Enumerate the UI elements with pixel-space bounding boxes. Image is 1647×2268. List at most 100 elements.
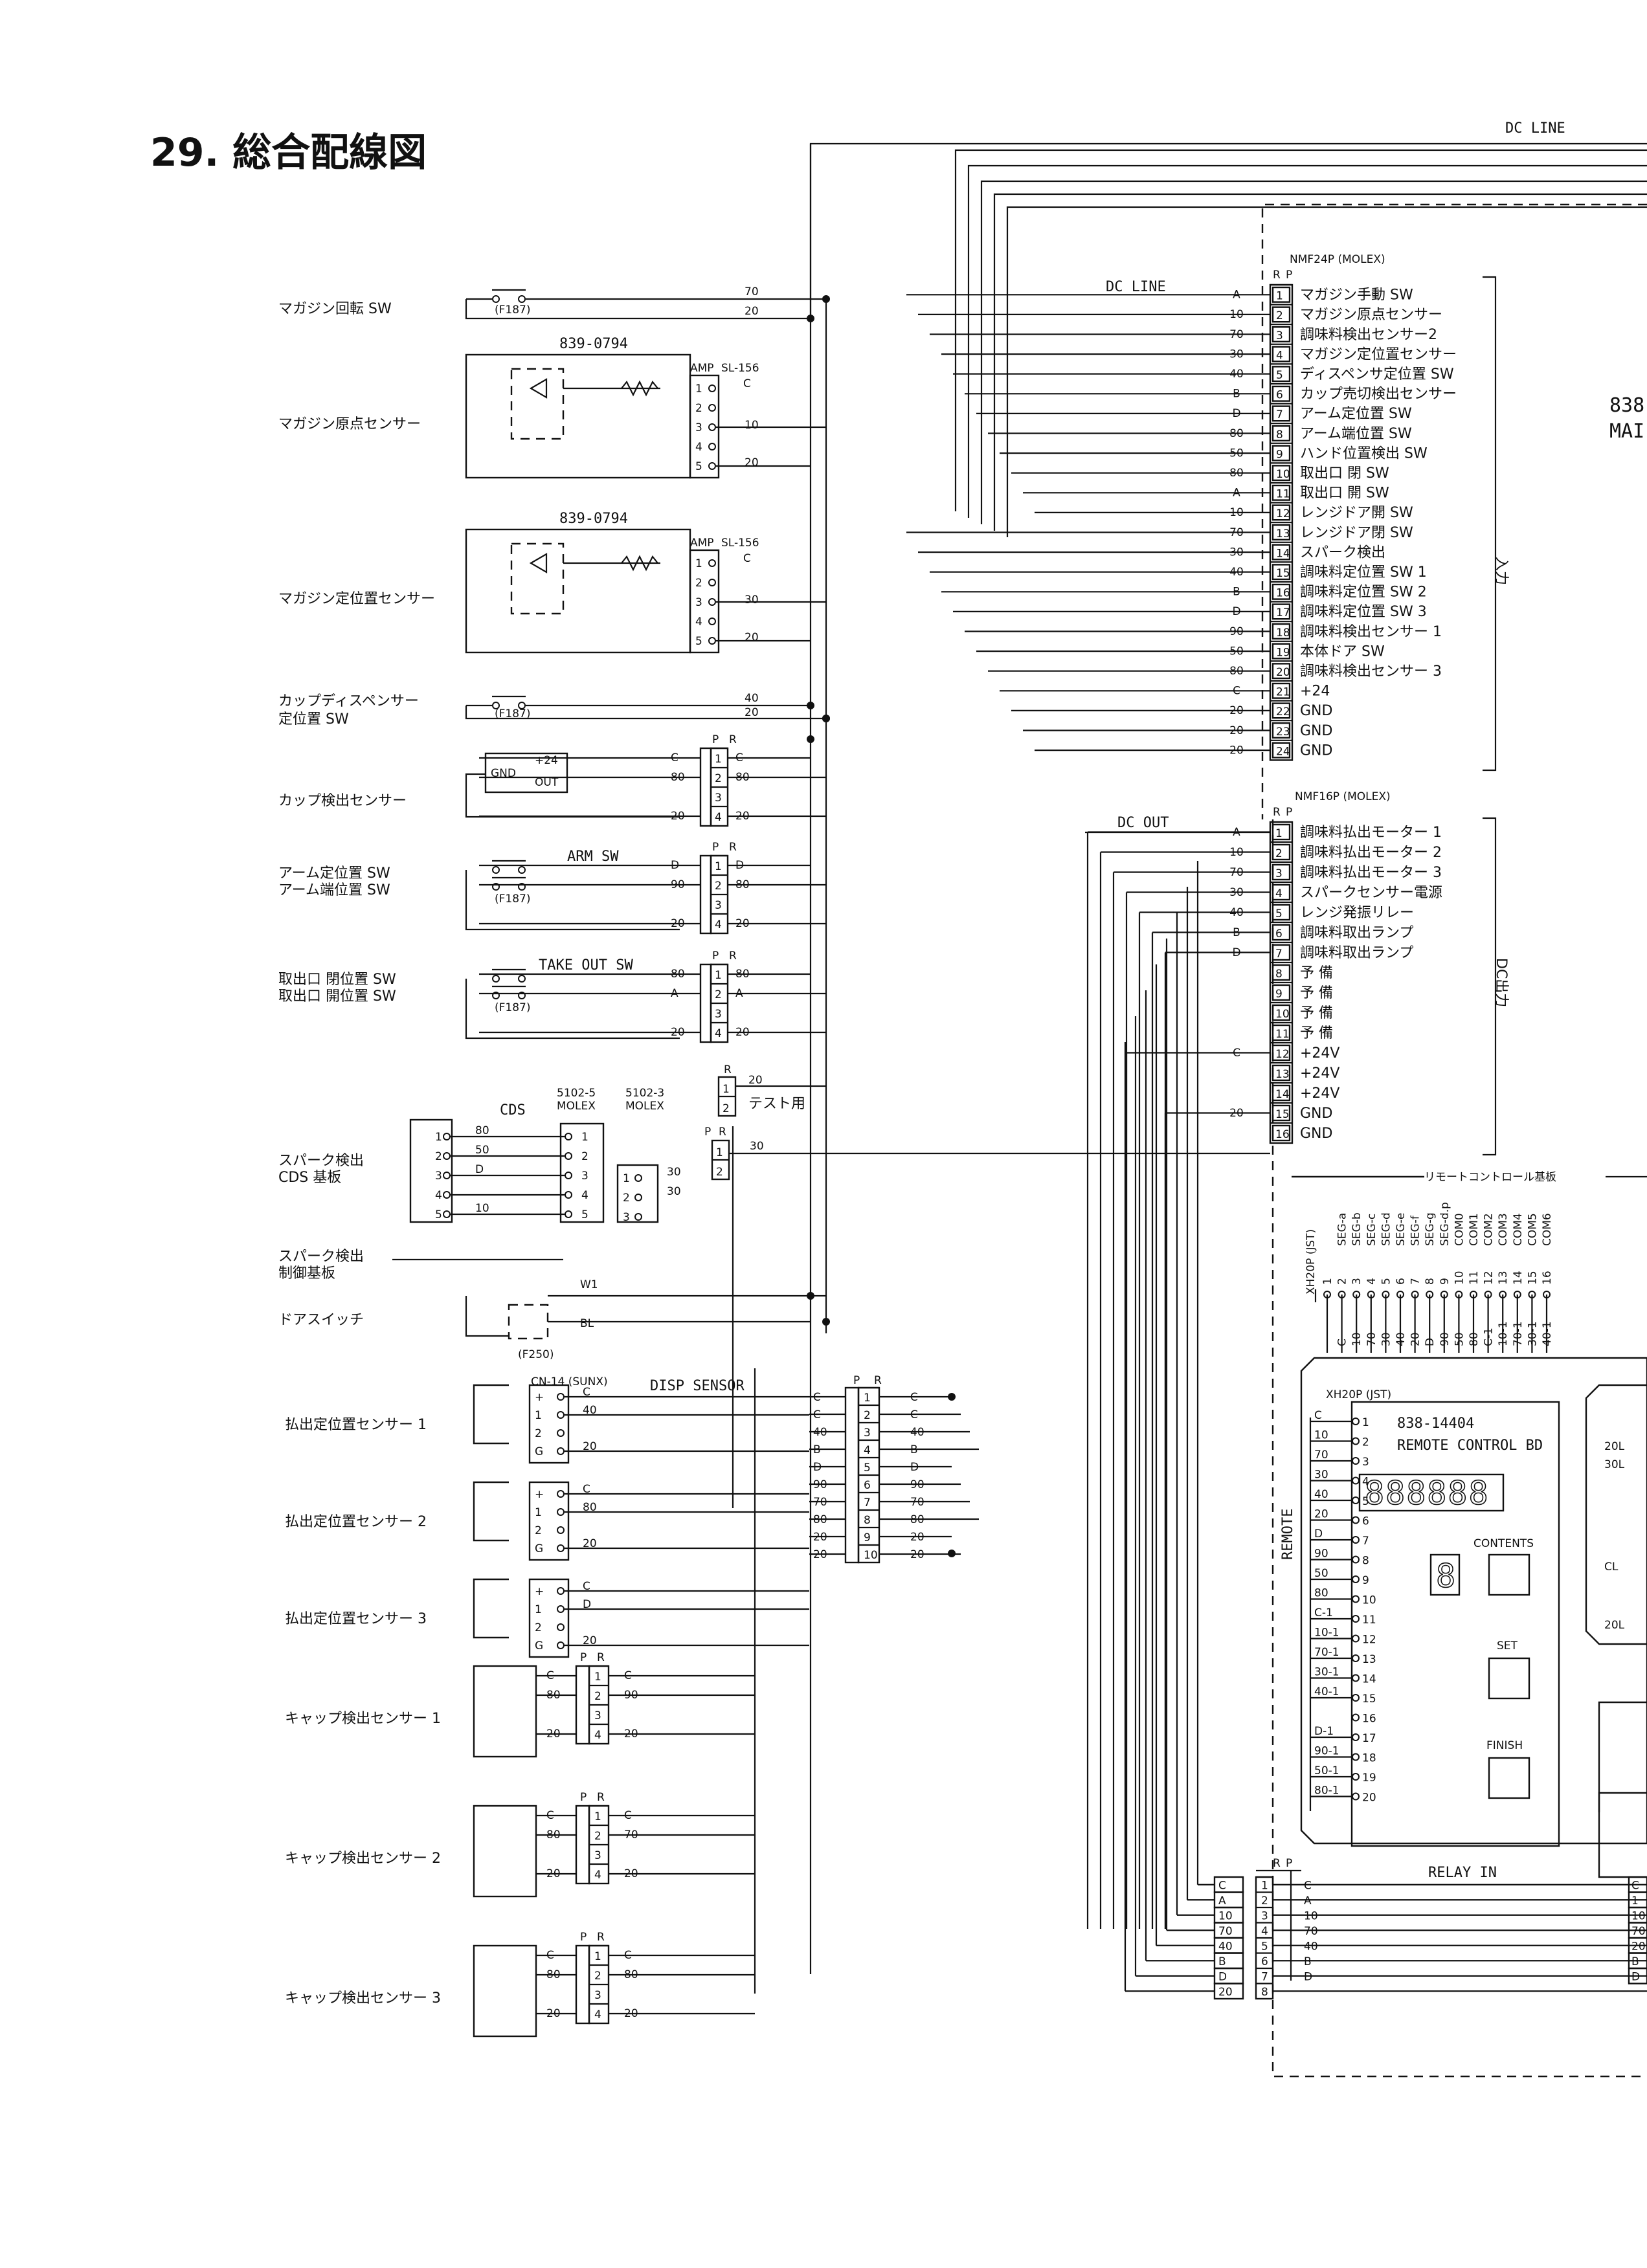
cap-sensor-label: キャップ検出センサー 1 (285, 1711, 441, 1727)
remote-board-pin: 11 (1362, 1614, 1376, 1627)
magazine-origin-dashed (510, 368, 565, 440)
disp-sensor-term (528, 1384, 570, 1464)
pin-cell (1272, 286, 1291, 303)
remote-board-pin: 13 (1362, 1653, 1376, 1666)
pin-number: 15 (1275, 1108, 1290, 1121)
cap-pr-p: P (580, 1651, 587, 1664)
disp-sensor-wire: 20 (583, 1537, 597, 1550)
pin-cell (1272, 863, 1291, 881)
cap-pin: 3 (594, 1709, 601, 1722)
pin-number: 2 (695, 402, 702, 415)
remote-header-wire-code: 40 (1395, 1332, 1407, 1346)
pin-number: 8 (1276, 428, 1283, 441)
pin-cell (1272, 1104, 1291, 1122)
wire (465, 979, 680, 1040)
disp-sensor-pin: + (535, 1488, 544, 1501)
pin-function: スパークセンサー電源 (1300, 885, 1442, 901)
pin-function: 本体ドア SW (1300, 643, 1385, 660)
disp-pin: 7 (864, 1496, 871, 1509)
cap-pr-p: P (580, 1931, 587, 1944)
pin-function: 調味料定位置 SW 3 (1300, 604, 1427, 620)
relay-left-wire: 70 (1218, 1925, 1233, 1938)
pin-cell (1272, 682, 1291, 699)
remote-board-pin: 9 (1362, 1574, 1369, 1587)
disp-sensor-wire: C (583, 1386, 590, 1399)
pin-function: ディスペンサ定位置 SW (1300, 366, 1454, 383)
relay-right-wire: A (1304, 1895, 1312, 1907)
remote-board-wire-code: 10 (1314, 1429, 1328, 1442)
terminal (1352, 1595, 1360, 1603)
magazine-position-part: 839-0794 (559, 511, 628, 527)
pin-number: 17 (1276, 606, 1290, 619)
pin-cell (1272, 326, 1291, 343)
terminal (557, 1605, 565, 1613)
terminal (708, 423, 716, 431)
disp-sensor-label: 払出定位置センサー 3 (285, 1611, 427, 1627)
disp-sensor-pin: G (535, 1640, 543, 1652)
terminal (1352, 1792, 1360, 1801)
cap-pin: 4 (594, 1869, 601, 1882)
molex2-pin: 3 (623, 1211, 630, 1224)
remote-header-wire-code: 10 (1350, 1332, 1363, 1346)
relay-right-wire: 10 (1304, 1910, 1318, 1923)
pin-function: GND (1300, 703, 1332, 719)
remote-board-pin: 20 (1362, 1792, 1376, 1805)
disp-pr-p: P (853, 1374, 860, 1387)
cap-pin: 1 (594, 1810, 601, 1823)
disp-sensor-term (528, 1481, 570, 1561)
set-button[interactable] (1488, 1657, 1530, 1700)
remote-board-wire-code: 20 (1314, 1508, 1328, 1521)
magazine-position-dashed (510, 542, 565, 615)
cap-pin: 2 (594, 1970, 601, 1983)
wire-code: C (743, 552, 751, 565)
terminal (565, 1191, 572, 1199)
cup-detect-label: カップ検出センサー (278, 793, 407, 809)
dc-line-bus-label: DC LINE (1106, 279, 1166, 295)
pin-cell (1272, 823, 1291, 841)
pin-cell (1272, 944, 1291, 961)
led-icon (529, 553, 548, 573)
pr-pin: 3 (715, 792, 722, 805)
remote-header-wire-code: D (1424, 1338, 1437, 1346)
relay-far-right-wire: B (1631, 1955, 1639, 1968)
input-bracket (1483, 276, 1497, 772)
remote-board-pin: 7 (1362, 1535, 1369, 1548)
cap-sensor-label: キャップ検出センサー 2 (285, 1851, 441, 1867)
terminal (565, 1172, 572, 1179)
disp-sensor-pin: + (535, 1585, 544, 1598)
takeout-label-1: 取出口 閉位置 SW (278, 972, 396, 988)
wire (465, 706, 826, 720)
finish-button[interactable] (1488, 1757, 1530, 1799)
magazine-origin-frame (465, 353, 691, 479)
main-board-outline (1261, 203, 1647, 2078)
pin-number: 12 (1276, 507, 1290, 520)
wire (465, 1296, 509, 1337)
cap-pin: 3 (594, 1849, 601, 1862)
remote-header-pin: 14 (1512, 1271, 1525, 1285)
disp-sensor-pin: 1 (535, 1409, 542, 1422)
contents-button[interactable] (1488, 1553, 1530, 1596)
pin-function: アーム定位置 SW (1300, 406, 1412, 422)
cds-wire: 80 (475, 1124, 489, 1137)
pin-function: 調味料払出モーター 1 (1300, 825, 1442, 841)
remote-board-wire-code: 90 (1314, 1548, 1328, 1561)
pin-number: 21 (1276, 686, 1290, 699)
pin-number: 4 (695, 441, 702, 454)
relay-far-right-wire: 10 (1631, 1910, 1646, 1923)
pin-number: 6 (1275, 928, 1283, 940)
pin-function: 予 備 (1300, 1025, 1333, 1041)
molex2-wire: 30 (667, 1185, 681, 1198)
pin-function: 調味料払出モーター 2 (1300, 845, 1442, 861)
pr-pin: 2 (715, 772, 722, 785)
terminal (518, 702, 526, 709)
terminal (492, 295, 500, 303)
relay-r: R (1273, 1857, 1281, 1870)
connector-16-name: NMF16P (MOLEX) (1295, 790, 1391, 803)
remote-header-wire-code: 20 (1409, 1332, 1422, 1346)
disp-pin: 4 (864, 1444, 871, 1457)
door-bl: BL (580, 1317, 594, 1330)
pr-pin: 1 (715, 969, 722, 982)
